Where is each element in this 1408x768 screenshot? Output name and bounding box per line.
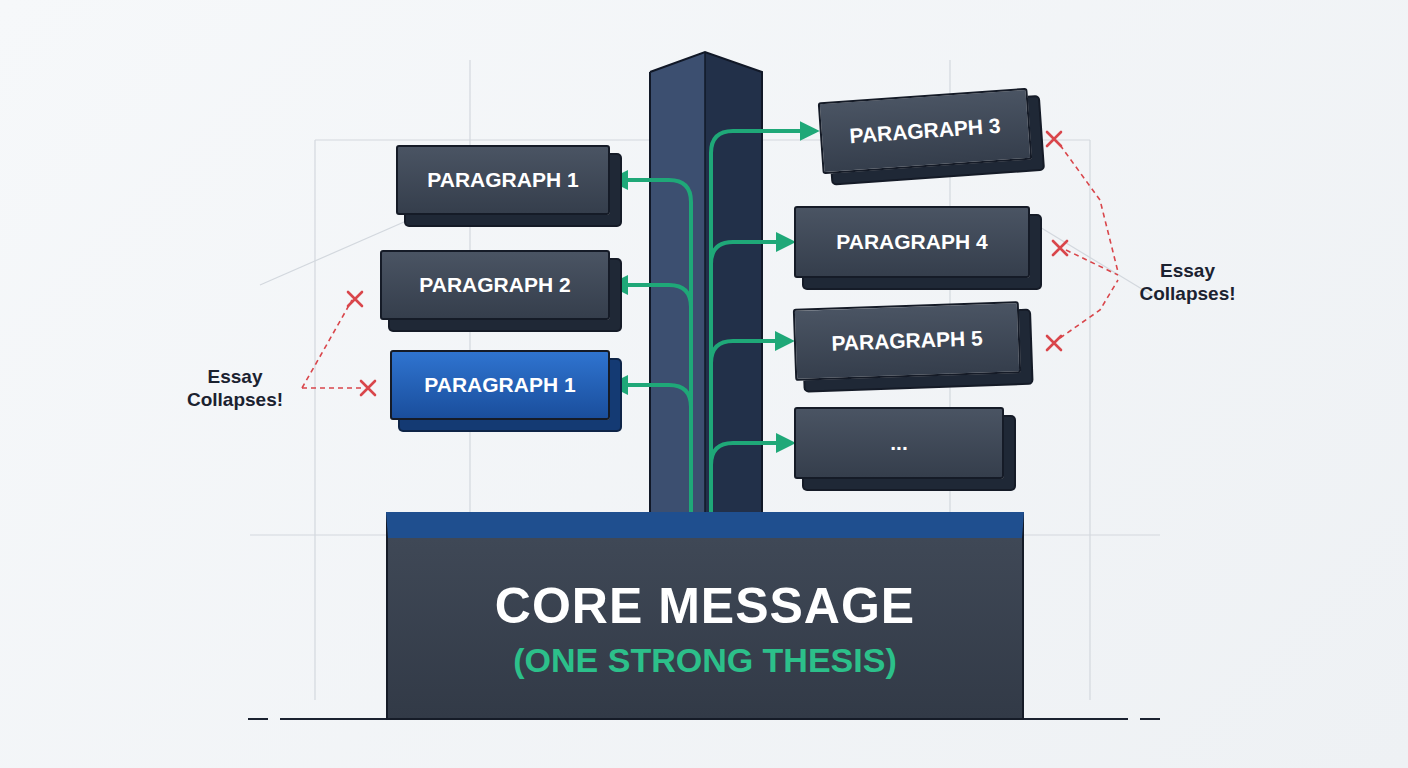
core-message-block: CORE MESSAGE (ONE STRONG THESIS) (386, 512, 1024, 720)
thesis-subtitle: (ONE STRONG THESIS) (513, 641, 896, 680)
paragraph-label: PARAGRAPH 5 (817, 326, 997, 356)
support-arrow (711, 443, 792, 512)
paragraph-label: PARAGRAPH 2 (405, 273, 584, 297)
paragraph-block: PARAGRAPH 2 (380, 250, 610, 320)
paragraph-label: PARAGRAPH 1 (410, 373, 589, 397)
support-arrow (711, 341, 791, 512)
paragraph-block: PARAGRAPH 4 (794, 206, 1030, 278)
paragraph-block: PARAGRAPH 1 (396, 145, 610, 215)
support-arrow (711, 242, 792, 512)
collapse-note: Essay Collapses! (170, 366, 300, 412)
support-arrow (612, 180, 691, 512)
paragraph-label: PARAGRAPH 1 (413, 168, 592, 192)
collapse-note: Essay Collapses! (1120, 260, 1255, 306)
paragraph-block: ... (794, 407, 1004, 479)
support-arrow (612, 385, 691, 512)
paragraph-block: PARAGRAPH 1 (390, 350, 610, 420)
paragraph-label: PARAGRAPH 3 (835, 113, 1016, 149)
support-arrow (612, 285, 691, 512)
paragraph-block: PARAGRAPH 3 (818, 88, 1033, 174)
paragraph-label: ... (876, 431, 922, 455)
core-title: CORE MESSAGE (495, 577, 915, 635)
paragraph-block: PARAGRAPH 5 (793, 301, 1021, 381)
paragraph-label: PARAGRAPH 4 (822, 230, 1001, 254)
